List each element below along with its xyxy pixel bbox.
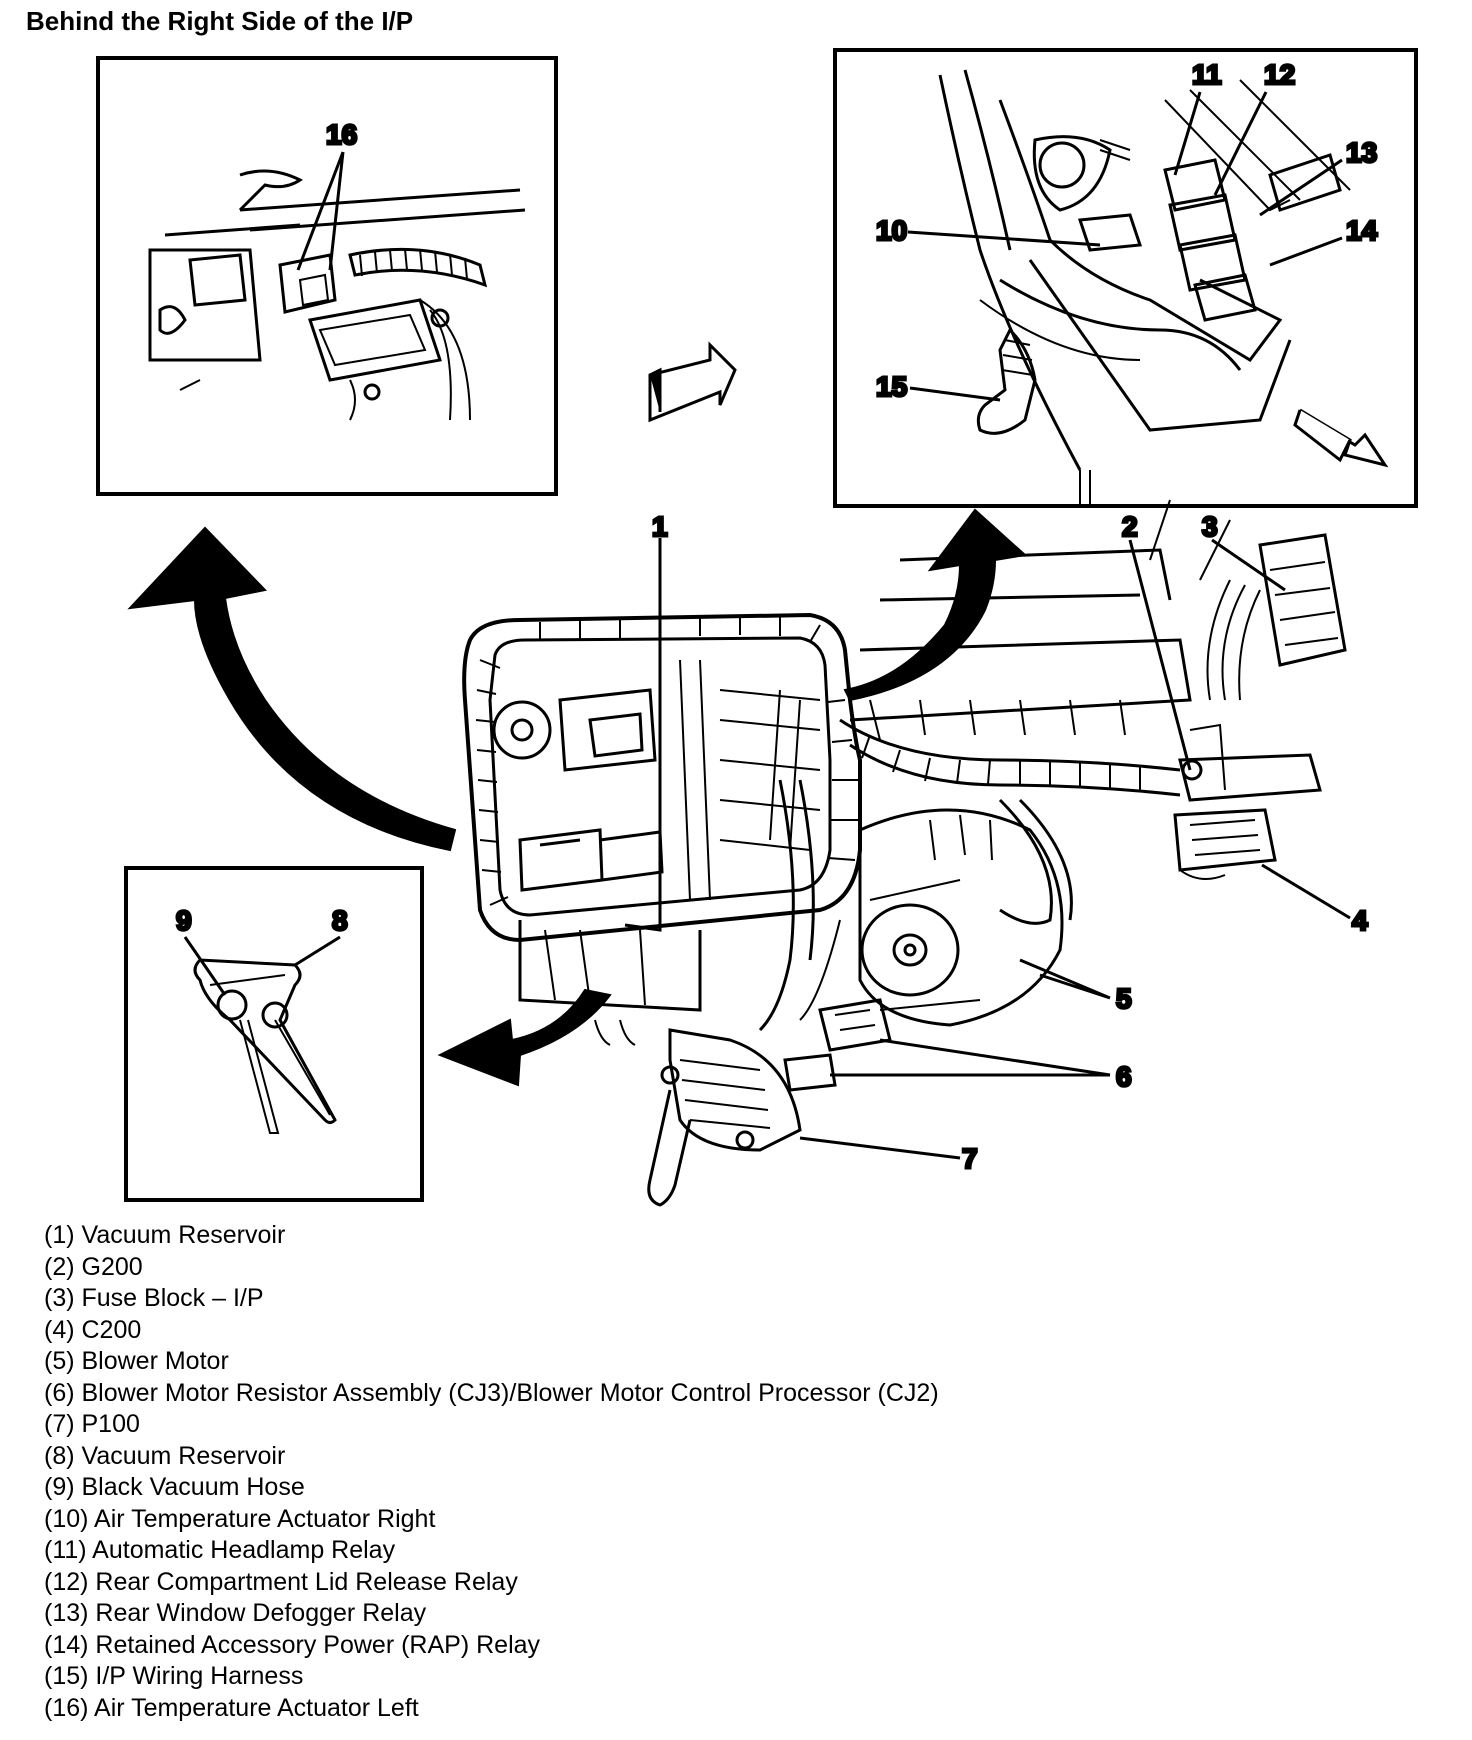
callout-12: 12 — [1264, 59, 1295, 90]
callout-7: 7 — [962, 1143, 978, 1174]
callout-4: 4 — [1352, 905, 1368, 936]
callout-6: 6 — [1116, 1061, 1132, 1092]
direction-arrow-right — [648, 341, 737, 423]
legend-item: (13) Rear Window Defogger Relay — [44, 1599, 427, 1627]
legend-item: (3) Fuse Block – I/P — [44, 1284, 264, 1312]
legend-item: (10) Air Temperature Actuator Right — [44, 1504, 436, 1533]
legend-item: (5) Blower Motor — [44, 1347, 229, 1375]
diagram-title: Behind the Right Side of the I/P — [26, 6, 414, 36]
curved-arrows — [127, 508, 1028, 1087]
callout-16: 16 — [326, 119, 357, 150]
legend-item: (16) Air Temperature Actuator Left — [44, 1693, 419, 1722]
inset-right-relays: 11 12 13 14 10 15 — [833, 48, 1418, 508]
inset-left-actuator: 16 — [96, 56, 558, 496]
legend-item: (14) Retained Accessory Power (RAP) Rela… — [44, 1630, 541, 1659]
callout-2: 2 — [1122, 511, 1138, 542]
legend-item: (4) C200 — [44, 1315, 142, 1344]
callout-5: 5 — [1116, 983, 1132, 1014]
hvac-module-assembly: 1 2 3 4 5 6 7 — [462, 499, 1370, 1207]
callout-13: 13 — [1346, 137, 1377, 168]
legend-item: (1) Vacuum Reservoir — [44, 1221, 286, 1249]
callout-10: 10 — [876, 215, 907, 246]
legend-item: (15) I/P Wiring Harness — [44, 1662, 304, 1690]
inset-vacuum-reservoir: 9 8 — [124, 866, 424, 1202]
legend-item: (8) Vacuum Reservoir — [44, 1441, 286, 1470]
callout-3: 3 — [1202, 511, 1218, 542]
legend-item: (12) Rear Compartment Lid Release Relay — [44, 1567, 518, 1596]
callout-8: 8 — [332, 905, 348, 936]
legend-item: (9) Black Vacuum Hose — [44, 1473, 305, 1501]
callout-1: 1 — [652, 511, 668, 542]
callout-14: 14 — [1346, 215, 1378, 246]
legend-item: (6) Blower Motor Resistor Assembly (CJ3)… — [44, 1378, 939, 1407]
callout-15: 15 — [876, 371, 907, 402]
legend-item: (11) Automatic Headlamp Relay — [44, 1536, 396, 1564]
callout-11: 11 — [1192, 59, 1222, 90]
callout-9: 9 — [176, 905, 192, 936]
legend-item: (2) G200 — [44, 1252, 143, 1281]
component-legend: (1) Vacuum Reservoir (2) G200 (3) Fuse B… — [44, 1220, 939, 1724]
legend-item: (7) P100 — [44, 1410, 140, 1438]
